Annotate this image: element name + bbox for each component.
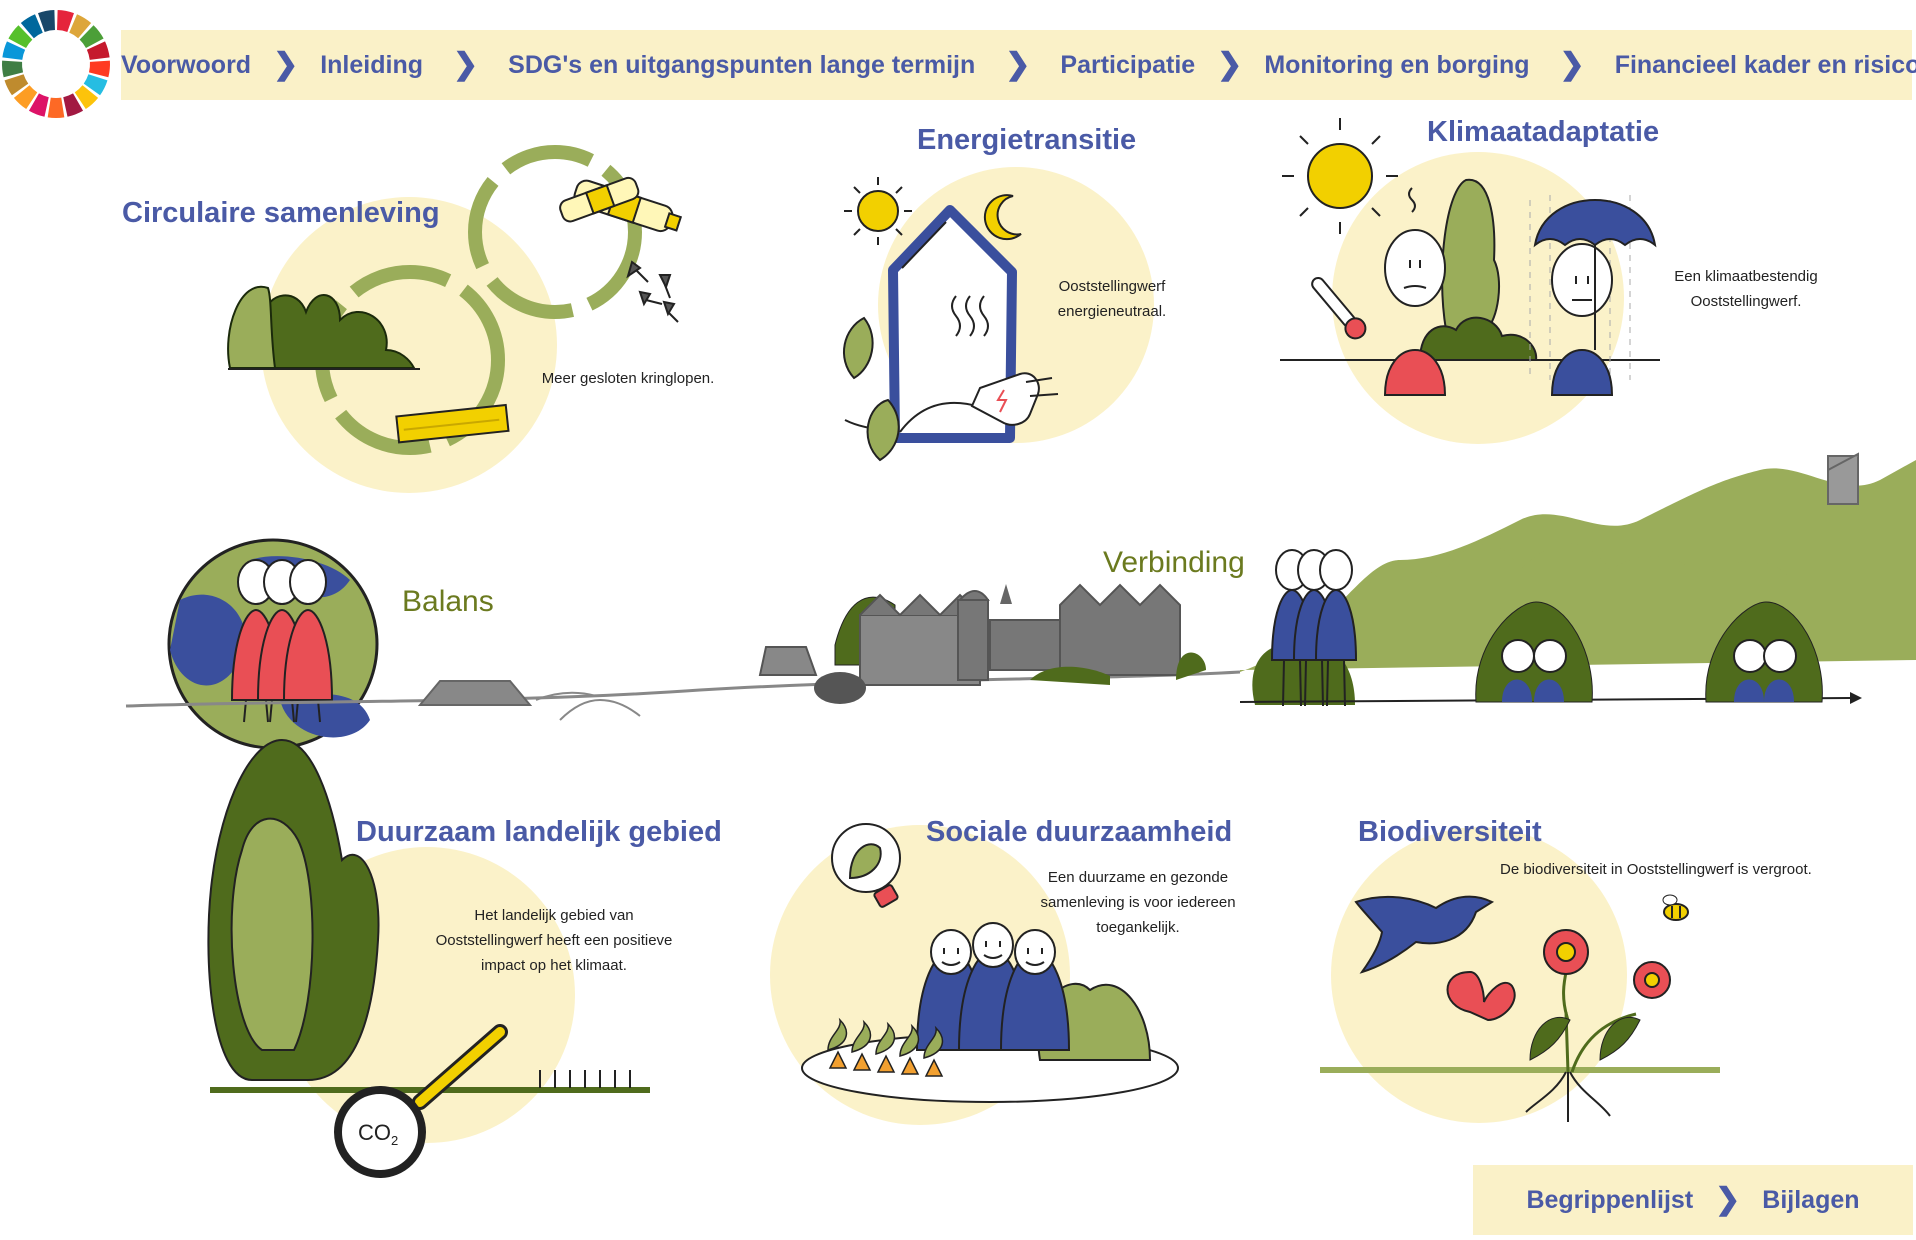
caption-energie-line: energieneutraal. <box>1057 303 1167 320</box>
svg-text:CO2: CO2 <box>358 1120 398 1148</box>
sdg-wheel-segment <box>20 14 43 39</box>
theme-title-balans[interactable]: Balans <box>402 585 494 618</box>
theme-title-sociaal[interactable]: Sociale duurzaamheid <box>926 816 1233 848</box>
caption-sociaal-line: Een duurzame en gezonde <box>1047 869 1229 886</box>
sdg-wheel-segment <box>2 41 26 60</box>
bottom-navigation: Begrippenlijst ❯ Bijlagen <box>1473 1165 1913 1235</box>
sdg-wheel-segment <box>83 74 108 96</box>
caption-energie-line: Ooststellingwerf <box>1058 278 1166 295</box>
nav-participatie[interactable]: Participatie <box>1060 50 1196 79</box>
bio-illustration[interactable] <box>1320 894 1720 1122</box>
caption-landelijk-line: Ooststellingwerf heeft een positieve <box>435 932 673 949</box>
sdg-wheel-segment <box>69 14 92 39</box>
nav-begrippenlijst[interactable]: Begrippenlijst <box>1526 1185 1694 1214</box>
theme-title-bio[interactable]: Biodiversiteit <box>1358 816 1542 848</box>
screws-icon <box>626 260 679 323</box>
thermometer-icon <box>1311 276 1367 340</box>
sdg-wheel-segment <box>13 85 38 110</box>
sdg-wheel-segment <box>28 93 49 117</box>
theme-title-energie[interactable]: Energietransitie <box>917 124 1137 156</box>
butterfly-icon <box>1446 970 1516 1022</box>
tower-icon <box>1827 455 1859 505</box>
umbrella-icon <box>1533 199 1657 350</box>
nav-voorwoord[interactable]: Voorwoord <box>121 50 252 79</box>
energie-illustration[interactable] <box>843 177 1059 462</box>
sociaal-illustration[interactable] <box>801 823 1179 1103</box>
chevron-right-icon: ❯ <box>1217 47 1243 81</box>
sdg-wheel-segment <box>38 10 55 32</box>
sdg-wheel-segment <box>57 10 74 32</box>
theme-title-landelijk[interactable]: Duurzaam landelijk gebied <box>356 816 722 848</box>
chevron-right-icon: ❯ <box>453 47 479 81</box>
caption-landelijk: Het landelijk gebied van Ooststellingwer… <box>400 903 708 978</box>
nav-sdgs[interactable]: SDG's en uitgangspunten lange termijn <box>508 50 976 79</box>
theme-title-circulair[interactable]: Circulaire samenleving <box>122 197 440 229</box>
hot-sun-icon <box>1282 118 1398 234</box>
barn-icon <box>417 680 533 706</box>
theme-title-verbinding[interactable]: Verbinding <box>1103 546 1245 579</box>
balans-people <box>230 559 334 723</box>
caption-landelijk-line: impact op het klimaat. <box>481 957 627 974</box>
vegetable-garden-icon <box>827 1017 944 1077</box>
sdg-wheel-segment <box>88 60 110 78</box>
circulair-illustration[interactable] <box>227 145 683 455</box>
caption-klimaat-line: Ooststellingwerf. <box>1690 293 1802 310</box>
caption-sociaal: Een duurzame en gezonde samenleving is v… <box>1010 865 1266 940</box>
group-bush-1 <box>1475 601 1593 703</box>
caption-sociaal-line: samenleving is voor iedereen <box>1040 894 1236 911</box>
sdg-wheel-segment <box>79 25 104 48</box>
bird-icon <box>1354 895 1495 974</box>
theme-title-klimaat[interactable]: Klimaatadaptatie <box>1427 116 1660 148</box>
sdg-wheel-segment <box>4 74 29 96</box>
sdg-wheel-segment <box>8 25 33 48</box>
plug-icon <box>970 372 1059 426</box>
sdg-wheel-segment <box>63 93 84 117</box>
lightbulb-leaf-icon <box>831 823 901 908</box>
bee-icon <box>1662 894 1689 921</box>
landscape-illustration[interactable] <box>125 452 1916 750</box>
chevron-right-icon: ❯ <box>1715 1182 1741 1216</box>
sdg-wheel-segment <box>47 97 65 118</box>
sdg-wheel-logo[interactable] <box>0 8 112 120</box>
flower-icon <box>1543 929 1671 999</box>
nav-financieel[interactable]: Financieel kader en risico's <box>1614 50 1916 79</box>
group-bush-2 <box>1705 601 1823 703</box>
chevron-right-icon: ❯ <box>273 47 299 81</box>
landelijk-illustration[interactable]: CO2 <box>207 738 650 1178</box>
caption-sociaal-line: toegankelijk. <box>1096 919 1180 936</box>
caption-energie: Ooststellingwerf energieneutraal. <box>1024 274 1200 324</box>
caption-klimaat: Een klimaatbestendig Ooststellingwerf. <box>1656 264 1836 314</box>
sdg-wheel-segment <box>86 41 110 60</box>
magnifier-icon: CO2 <box>334 1024 508 1178</box>
sdg-wheel-segment <box>74 85 99 110</box>
top-navigation: Voorwoord ❯ Inleiding ❯ SDG's en uitgang… <box>121 30 1916 100</box>
chevron-right-icon: ❯ <box>1005 47 1031 81</box>
sun-icon <box>844 177 912 245</box>
plank-icon <box>395 403 510 444</box>
sdg-wheel-segment <box>1 60 24 78</box>
nav-bijlagen[interactable]: Bijlagen <box>1762 1185 1860 1214</box>
nav-inleiding[interactable]: Inleiding <box>320 50 423 79</box>
klimaat-illustration[interactable] <box>1280 118 1660 396</box>
village-illustration <box>758 583 1206 704</box>
moon-icon <box>983 194 1022 241</box>
caption-circulair: Meer gesloten kringlopen. <box>541 370 715 387</box>
caption-landelijk-line: Het landelijk gebied van <box>474 907 634 924</box>
caption-klimaat-line: Een klimaatbestendig <box>1674 268 1818 285</box>
verbinding-people <box>1252 549 1358 707</box>
nav-monitoring[interactable]: Monitoring en borging <box>1264 50 1530 79</box>
chevron-right-icon: ❯ <box>1559 47 1585 81</box>
caption-bio: De biodiversiteit in Ooststellingwerf is… <box>1500 861 1812 878</box>
